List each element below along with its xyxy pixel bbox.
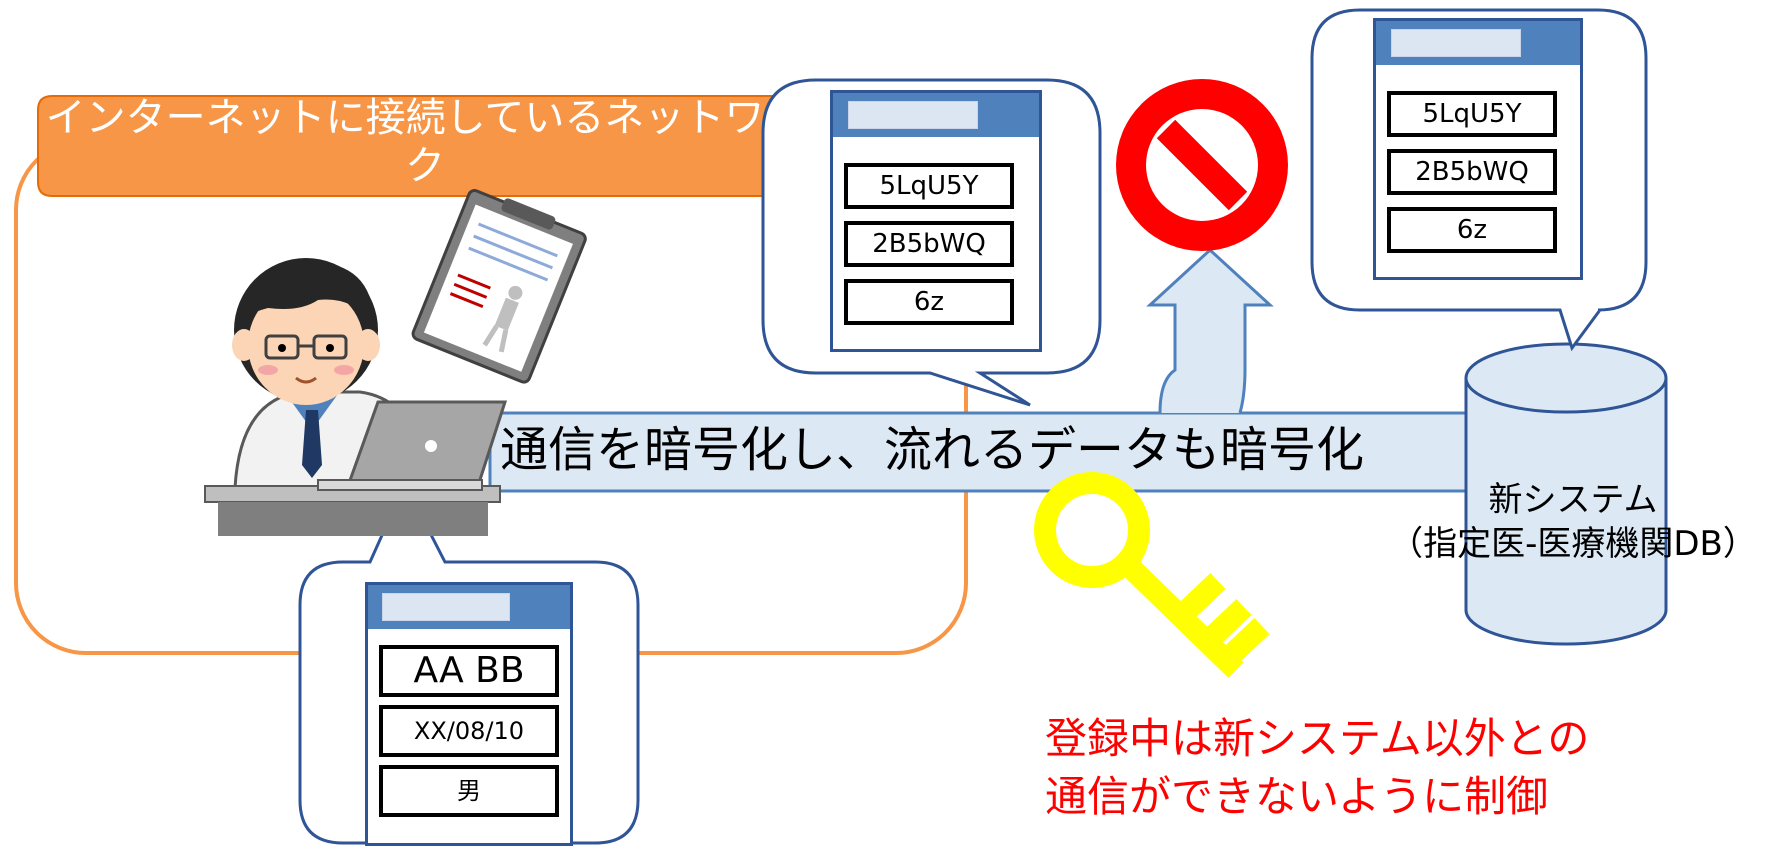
encrypted-channel-label: 通信を暗号化し、流れるデータも暗号化 [500, 422, 1365, 478]
key-icon [1034, 472, 1270, 678]
form-title-field [1391, 29, 1521, 57]
encrypted-field-1: 5LqU5Y [1387, 91, 1557, 137]
encrypted-field-2: 2B5bWQ [1387, 149, 1557, 195]
encrypted-field-3: 6z [844, 279, 1014, 325]
encrypted-field-2: 2B5bWQ [844, 221, 1014, 267]
network-header [37, 95, 811, 197]
transit-form: 5LqU5Y 2B5bWQ 6z [830, 90, 1042, 352]
form-title-bar [368, 585, 570, 629]
database-label: 新システム （指定医-医療機関DB） [1360, 478, 1786, 566]
warning-line1: 登録中は新システム以外との [1045, 714, 1590, 763]
database-label-line2: （指定医-医療機関DB） [1389, 524, 1757, 564]
encrypted-field-3: 6z [1387, 207, 1557, 253]
clipboard-icon [411, 189, 587, 384]
blocked-arrow [1146, 247, 1274, 414]
encrypted-channel [488, 411, 1492, 493]
encrypted-field-1: 5LqU5Y [844, 163, 1014, 209]
local-form: AA BB XX/08/10 男 [365, 582, 573, 846]
desk [204, 485, 501, 536]
warning-text: 登録中は新システム以外との 通信ができないように制御 [1045, 710, 1745, 826]
name-field: AA BB [379, 645, 559, 697]
form-title-bar [1376, 21, 1580, 65]
database-label-line1: 新システム [1488, 480, 1658, 520]
db-form: 5LqU5Y 2B5bWQ 6z [1373, 18, 1583, 280]
form-title-field [382, 593, 510, 621]
form-title-bar [833, 93, 1039, 137]
laptop-icon [317, 400, 508, 491]
sex-field: 男 [379, 765, 559, 817]
warning-line2: 通信ができないように制御 [1045, 772, 1549, 821]
date-field: XX/08/10 [379, 705, 559, 757]
form-title-field [848, 101, 978, 129]
network-label: インターネットに接続しているネットワーク [45, 95, 805, 189]
prohibited-icon [1116, 79, 1288, 251]
database-cylinder-icon [1464, 342, 1668, 646]
